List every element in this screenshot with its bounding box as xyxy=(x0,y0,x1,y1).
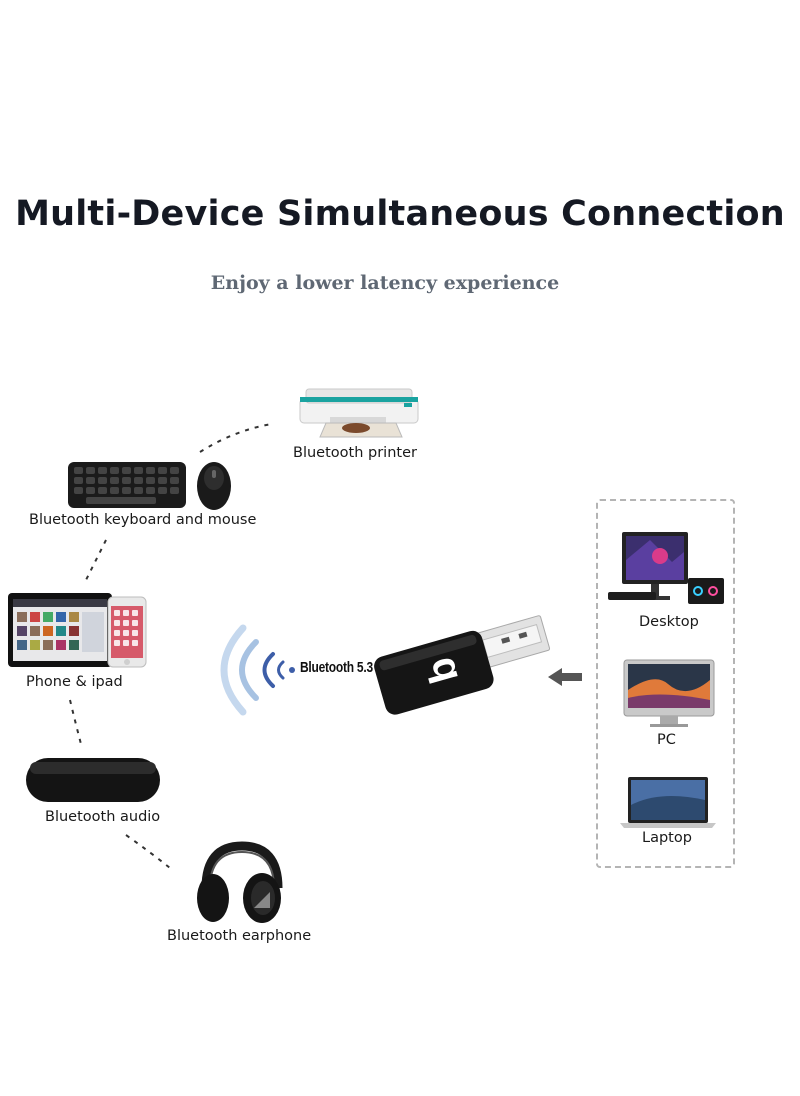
pc-monitor-icon xyxy=(623,659,715,727)
keyboard-icon xyxy=(68,462,186,508)
audio-label: Bluetooth audio xyxy=(45,809,161,825)
connector-keyboard-printer xyxy=(199,423,273,453)
pc-label: PC xyxy=(657,732,676,748)
keyboard-mouse-label: Bluetooth keyboard and mouse xyxy=(29,512,257,528)
host-devices-panel xyxy=(596,499,735,868)
printer-label: Bluetooth printer xyxy=(293,445,417,461)
desktop-label: Desktop xyxy=(639,614,699,630)
laptop-icon xyxy=(620,777,716,828)
desktop-icon xyxy=(608,532,724,604)
mouse-icon xyxy=(197,462,231,510)
page-subtitle: Enjoy a lower latency experience xyxy=(210,272,560,294)
earphone-label: Bluetooth earphone xyxy=(167,928,312,944)
tablet-icon xyxy=(8,593,112,667)
connector-phone-audio xyxy=(69,699,83,749)
phone-ipad-label: Phone & ipad xyxy=(26,674,123,690)
speaker-icon xyxy=(26,758,160,802)
phone-icon xyxy=(107,596,147,668)
left-arrow-icon xyxy=(548,668,582,686)
signal-waves-icon xyxy=(220,624,295,716)
page-title: Multi-Device Simultaneous Connection xyxy=(15,194,785,234)
printer-icon xyxy=(299,388,419,438)
laptop-label: Laptop xyxy=(642,830,692,846)
headphones-icon xyxy=(197,841,283,923)
usb-adapter-icon: b xyxy=(374,615,551,715)
connector-phone-keyboard xyxy=(85,539,107,581)
bluetooth-version-label: Bluetooth 5.3 xyxy=(300,659,373,676)
connector-audio-earphone xyxy=(125,834,171,869)
dashed-connectors xyxy=(69,423,273,869)
